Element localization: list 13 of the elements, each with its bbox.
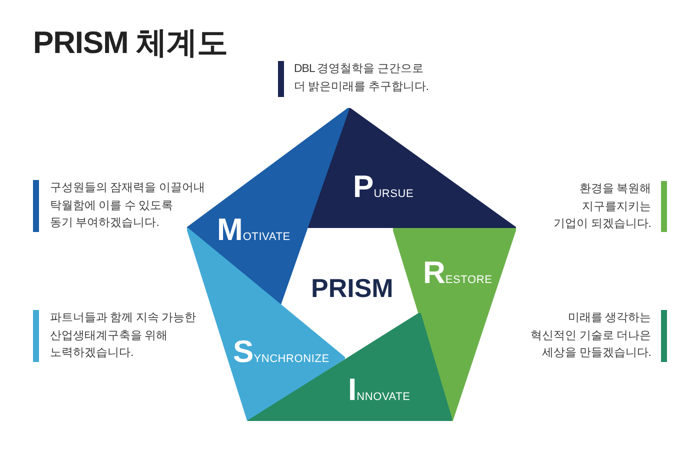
description-text: DBL 경영철학을 근간으로 더 밝은미래를 추구합니다.	[294, 62, 429, 94]
segment-label: PURSUE	[353, 171, 414, 206]
description-text: 미래를 생각하는 혁신적인 기술로 더나은 세상을 만들겠습니다.	[530, 311, 651, 361]
segment-label: SYNCHRONIZE	[233, 336, 330, 371]
description-text: 파트너들과 함께 지속 가능한 산업생태계구축을 위해 노력하겠습니다.	[50, 311, 196, 361]
segment-label: MOTIVATE	[217, 214, 290, 249]
description-text: 환경을 복원해 지구를지키는 기업이 되겠습니다.	[554, 182, 651, 232]
segment-label: INNOVATE	[348, 374, 410, 409]
center-label: PRISM	[311, 275, 394, 301]
title: PRISM 체계도	[33, 27, 228, 58]
segment-label: RESTORE	[423, 257, 492, 292]
triangle-segment	[308, 108, 516, 228]
description-text: 구성원들의 잠재력을 이끌어내 탁월함에 이를 수 있도록 동기 부여하겠습니다.	[50, 181, 205, 231]
